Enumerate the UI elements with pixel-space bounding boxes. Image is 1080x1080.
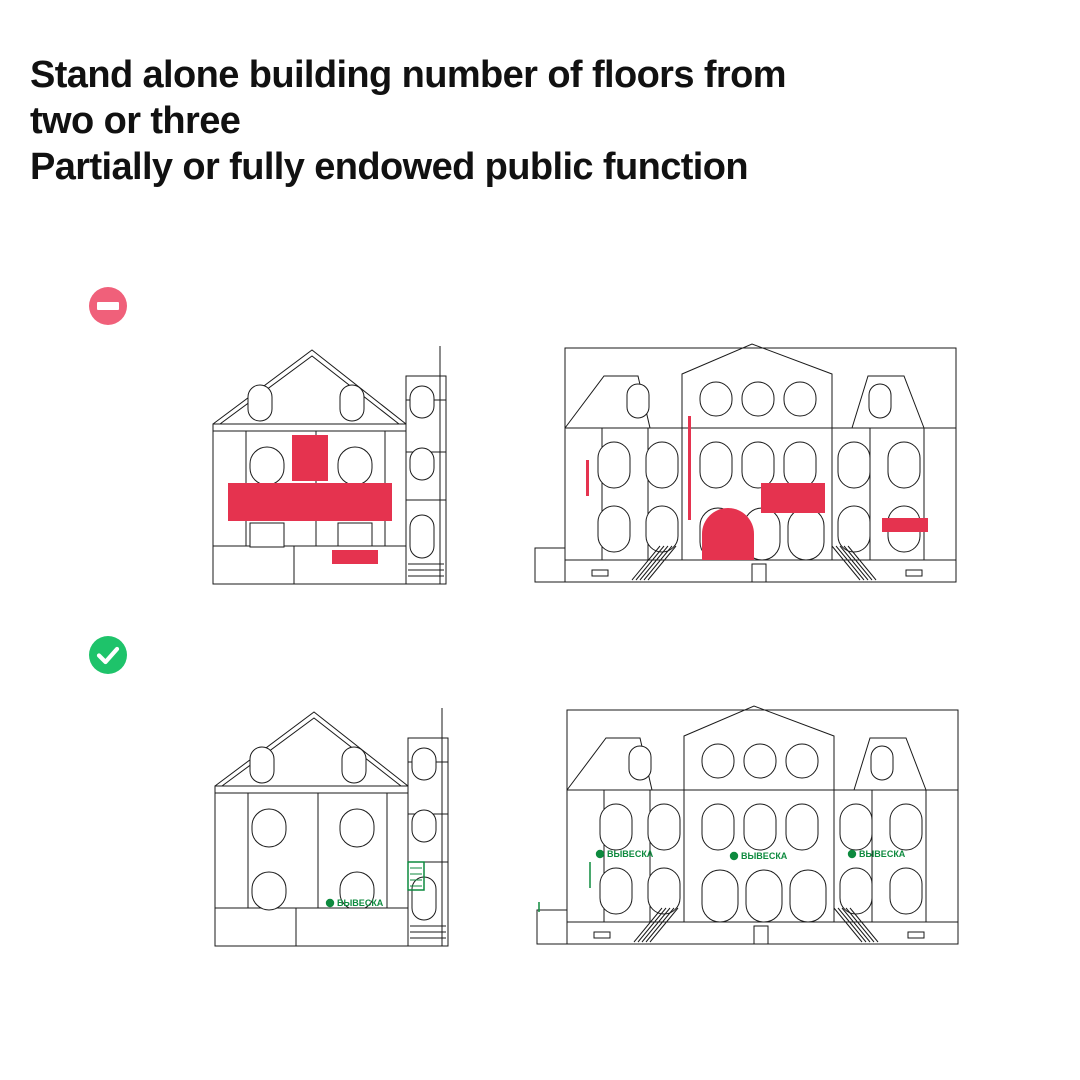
wrong-sign-5 (882, 518, 928, 532)
checkmark-glyph (96, 646, 120, 665)
wrong-sign-2 (228, 483, 392, 521)
sign-label: ВЫВЕСКА (741, 851, 788, 861)
sign-label: ВЫВЕСКА (859, 849, 906, 859)
wrong-sign-3 (332, 550, 378, 564)
large-building-facade (535, 344, 956, 582)
sign-logo-icon (325, 898, 335, 908)
incorrect-small-building (212, 340, 448, 586)
title-line-2: two or three (30, 100, 241, 142)
small-building-wrong-signs (228, 435, 392, 564)
correct-large-building: ВЫВЕСКА ВЫВЕСКА ВЫВЕСКА (534, 702, 958, 948)
small-building-facade (215, 708, 448, 946)
right-sign-2: ВЫВЕСКА (729, 851, 788, 861)
large-building-facade (537, 706, 958, 944)
no-entry-bar (97, 302, 119, 310)
wrong-sign-4 (761, 483, 825, 513)
wrong-sign-2 (688, 416, 691, 520)
sign-logo-icon (847, 849, 857, 859)
small-building-facade (213, 346, 446, 584)
sign-logo-icon (729, 851, 739, 861)
small-building-right-signs: ВЫВЕСКА (325, 898, 384, 908)
sign-label: ВЫВЕСКА (337, 898, 384, 908)
large-building-wrong-signs (586, 416, 928, 560)
title-line-3: Partially or fully endowed public functi… (30, 146, 749, 188)
checkmark-icon (89, 636, 127, 674)
wrong-sign-1 (586, 460, 589, 496)
right-sign-1: ВЫВЕСКА (595, 849, 654, 859)
correct-small-building: ВЫВЕСКА (214, 702, 450, 948)
sign-label: ВЫВЕСКА (607, 849, 654, 859)
incorrect-large-building (532, 340, 956, 586)
no-entry-icon (89, 287, 127, 325)
sign-logo-icon (595, 849, 605, 859)
wrong-sign-3 (702, 508, 754, 560)
large-building-right-signs: ВЫВЕСКА ВЫВЕСКА ВЫВЕСКА (595, 849, 906, 861)
right-sign-3: ВЫВЕСКА (847, 849, 906, 859)
wrong-sign-1 (292, 435, 328, 481)
page-title: Stand alone building number of floors fr… (30, 52, 930, 190)
right-sign-1: ВЫВЕСКА (325, 898, 384, 908)
title-line-1: Stand alone building number of floors fr… (30, 54, 787, 96)
